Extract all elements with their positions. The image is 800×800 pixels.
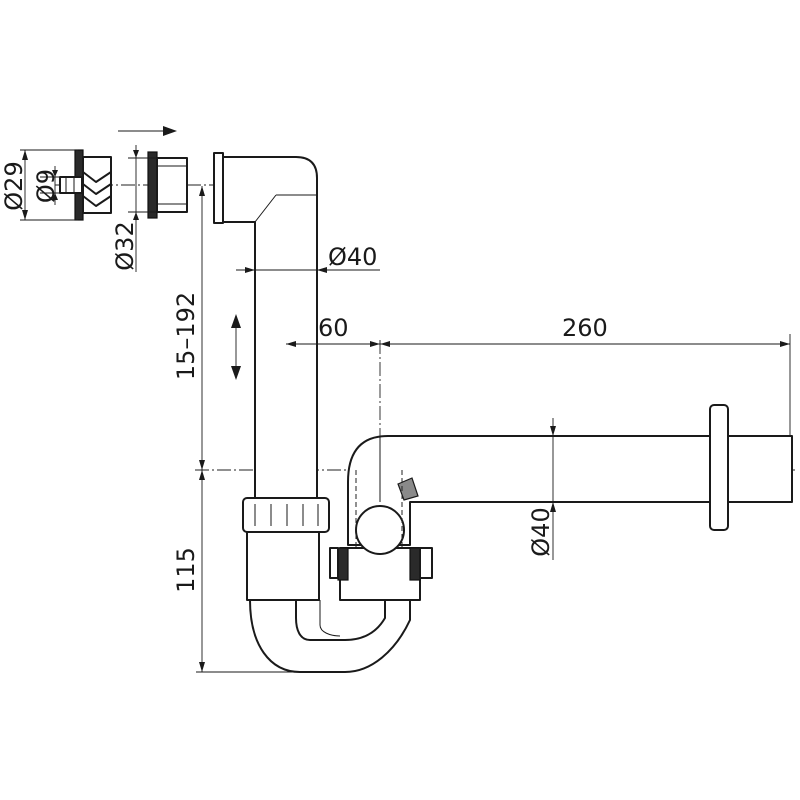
- reducer-adapter-part: [59, 149, 112, 221]
- label-115: 115: [172, 547, 200, 593]
- label-dia-40-vertical: Ø40: [328, 243, 377, 271]
- wall-rosette: [709, 404, 729, 531]
- inlet-flange: [213, 152, 224, 224]
- label-dia-9: Ø9: [32, 169, 60, 203]
- label-15-192: 15–192: [172, 292, 200, 380]
- label-dia-29: Ø29: [0, 161, 28, 210]
- dimension-dia-40-horizontal: [550, 418, 556, 560]
- insertion-direction-arrow: [118, 126, 177, 136]
- pipe-adapter-part: [147, 151, 188, 219]
- dimension-dia-32: [128, 145, 160, 272]
- union-nut-left: [242, 497, 330, 533]
- dimension-15-192: [199, 186, 205, 470]
- label-dia-40-horizontal: Ø40: [527, 507, 555, 556]
- trap-body: [246, 531, 421, 673]
- outlet-connector: [329, 435, 793, 581]
- dimension-dia-9: [40, 166, 62, 205]
- dimension-dia-40-vertical: [236, 267, 380, 273]
- label-260: 260: [562, 314, 608, 342]
- inlet-elbow-pipe: [222, 156, 318, 501]
- dimension-60: [286, 341, 380, 347]
- label-dia-32: Ø32: [111, 221, 139, 270]
- label-60: 60: [318, 314, 349, 342]
- dimension-dia-29: [20, 149, 78, 221]
- dimension-260: [380, 334, 791, 436]
- height-adjust-arrow: [231, 314, 241, 380]
- dimension-115: [196, 470, 300, 673]
